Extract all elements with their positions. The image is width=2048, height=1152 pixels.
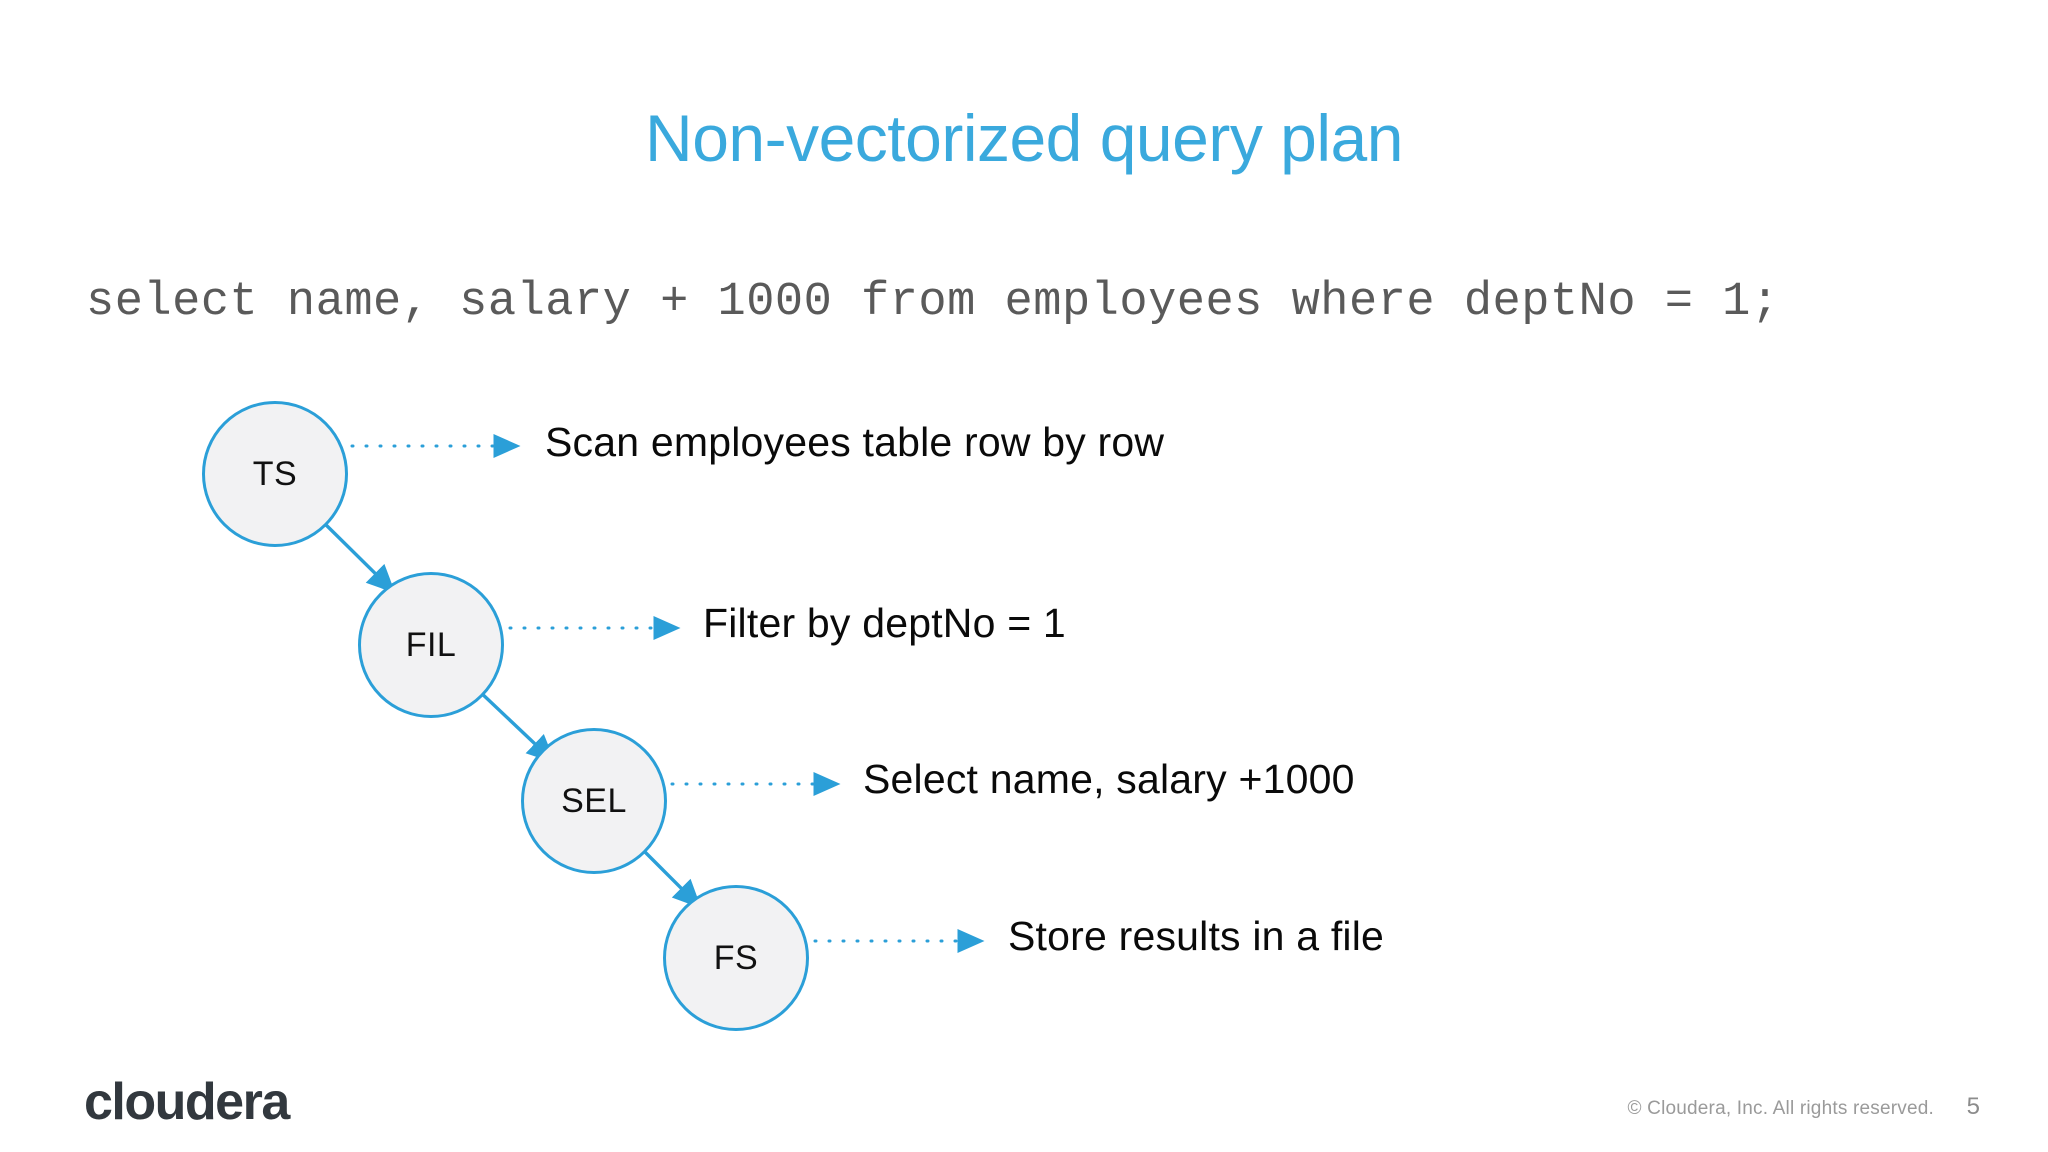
sql-query-text: select name, salary + 1000 from employee… — [86, 276, 1780, 329]
plan-node-fil[interactable]: FIL — [358, 572, 504, 718]
plan-node-ts-label: TS — [252, 454, 298, 493]
annotation-sel: Select name, salary +1000 — [863, 756, 1355, 802]
annotation-fil: Filter by deptNo = 1 — [703, 600, 1066, 646]
page-title: Non-vectorized query plan — [645, 101, 1403, 175]
annotation-fs: Store results in a file — [1008, 913, 1385, 959]
plan-node-sel[interactable]: SEL — [521, 728, 667, 874]
plan-node-fil-label: FIL — [405, 625, 457, 664]
edge-sel-to-fs — [637, 844, 702, 909]
page-number: 5 — [1966, 1093, 1980, 1120]
plan-node-fs[interactable]: FS — [663, 885, 809, 1031]
annotation-ts: Scan employees table row by row — [545, 419, 1165, 465]
cloudera-logo: cloudera — [84, 1073, 290, 1131]
plan-node-sel-label: SEL — [561, 781, 627, 820]
plan-node-fs-label: FS — [713, 938, 759, 977]
plan-node-ts[interactable]: TS — [202, 401, 348, 547]
copyright-text: © Cloudera, Inc. All rights reserved. — [1627, 1098, 1934, 1119]
edge-ts-to-fil — [317, 516, 396, 594]
